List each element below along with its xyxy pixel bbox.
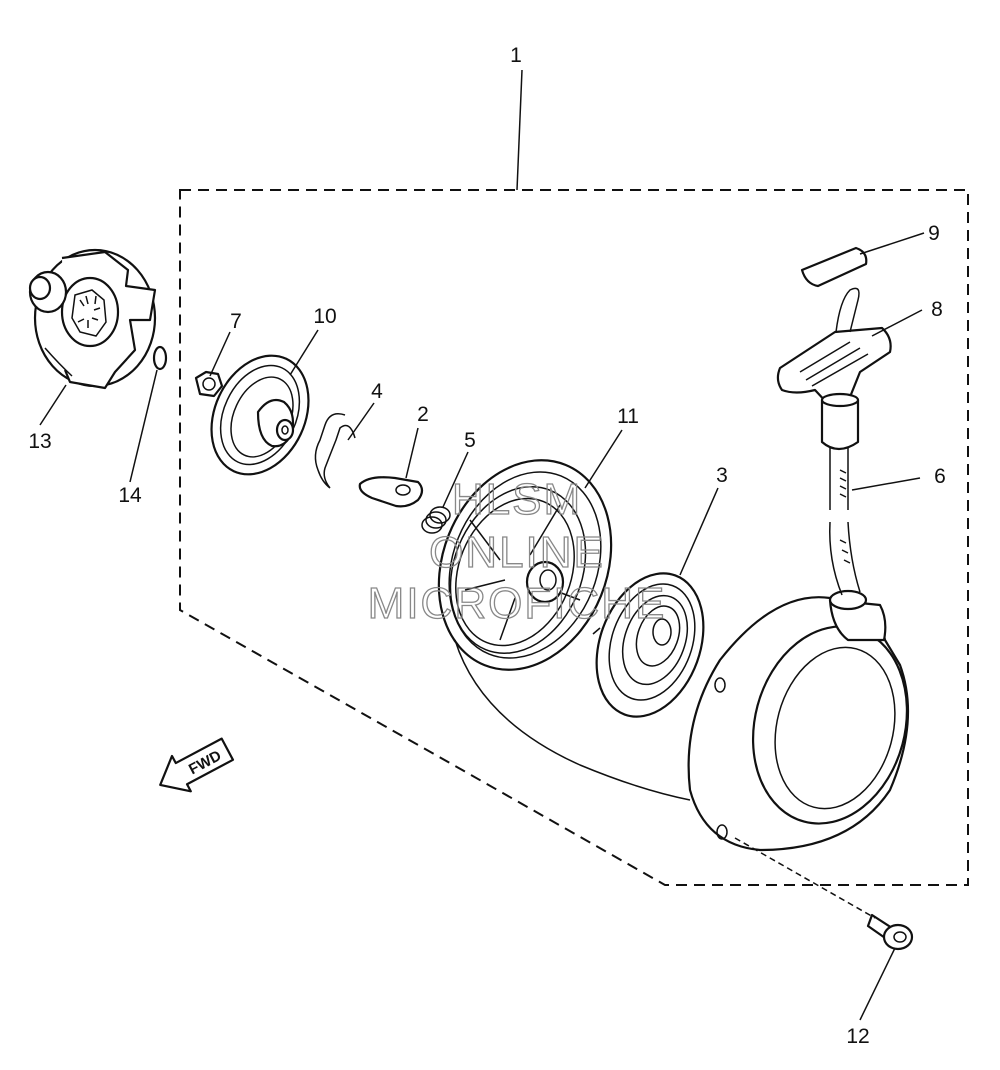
- part-8-handle: [776, 287, 892, 451]
- part-2-ratchet: [358, 476, 424, 508]
- watermark-line-1: HLSM: [452, 475, 582, 524]
- part-3-spiral-spring: [592, 572, 705, 718]
- label-7: 7: [230, 310, 242, 333]
- part-7-nut: [194, 370, 224, 398]
- part-11-reel: [437, 459, 691, 801]
- watermark-line-2: ONLINE: [429, 528, 605, 577]
- part-1-starter-housing: [687, 589, 910, 852]
- label-4: 4: [371, 380, 383, 403]
- bolt-connector: [734, 837, 876, 919]
- label-13: 13: [28, 430, 51, 453]
- part-12-bolt: [866, 913, 914, 951]
- fwd-arrow: FWD: [159, 737, 235, 793]
- label-10: 10: [313, 305, 336, 328]
- assembly-boundary: [179, 189, 969, 886]
- label-1: 1: [510, 44, 522, 67]
- part-5-spring: [421, 506, 451, 534]
- part-9-cap: [800, 246, 868, 288]
- label-11: 11: [617, 405, 639, 428]
- label-2: 2: [417, 403, 429, 426]
- part-4-spring-clip: [314, 413, 356, 489]
- label-6: 6: [934, 465, 946, 488]
- label-5: 5: [464, 429, 476, 452]
- part-6-rope: [829, 448, 861, 596]
- label-8: 8: [931, 298, 943, 321]
- label-12: 12: [846, 1025, 869, 1048]
- label-9: 9: [928, 222, 940, 245]
- watermark: HLSM ONLINE MICROFICHE: [367, 474, 667, 628]
- part-14-o-ring: [152, 345, 168, 371]
- part-13-pulley-cup: [28, 248, 157, 390]
- leader-lines: [39, 69, 925, 1021]
- part-10-drive-plate: [210, 354, 310, 476]
- label-3: 3: [716, 464, 728, 487]
- label-14: 14: [118, 484, 142, 507]
- watermark-line-3: MICROFICHE: [368, 579, 667, 628]
